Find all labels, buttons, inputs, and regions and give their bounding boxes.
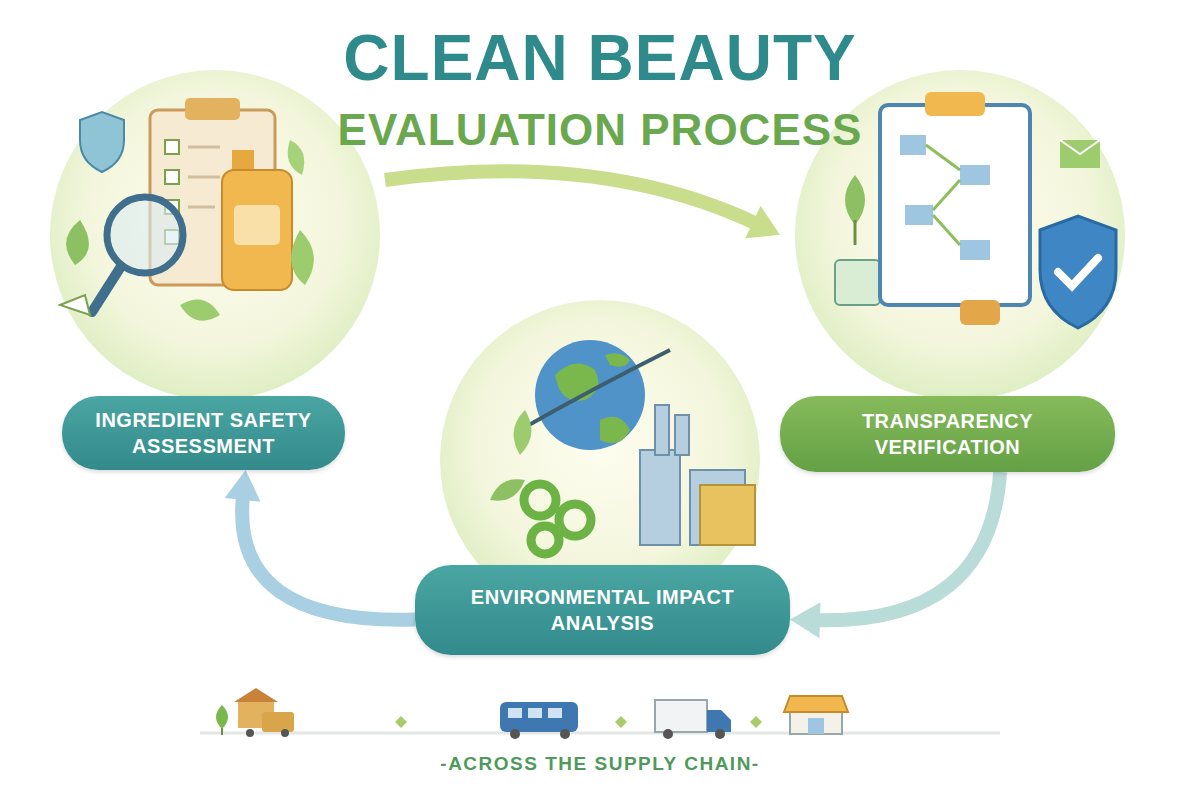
flow-arrow (225, 470, 415, 620)
stage-label: TRANSPARENCY VERIFICATION (780, 396, 1115, 472)
supply-chain-strip (200, 688, 1000, 739)
subtitle: EVALUATION PROCESS (0, 104, 1200, 156)
environment-icons (490, 340, 755, 554)
process-node: TRANSPARENCY VERIFICATION (780, 70, 1125, 472)
flow-arrow (385, 171, 780, 238)
stage-label: INGREDIENT SAFETY ASSESSMENT (62, 396, 345, 470)
arrow-head (225, 470, 261, 502)
process-node: INGREDIENT SAFETY ASSESSMENT (45, 70, 385, 470)
ingredient-circle (50, 70, 380, 400)
ingredient-icons (60, 98, 314, 321)
arrow-head (790, 602, 820, 638)
arrow-line (242, 496, 415, 620)
arrow-head (745, 206, 780, 239)
process-node: ENVIRONMENTAL IMPACT ANALYSIS (415, 300, 790, 655)
caption: -ACROSS THE SUPPLY CHAIN- (0, 752, 1200, 776)
arrow-line (816, 472, 1000, 620)
arrow-line (385, 171, 756, 223)
title: CLEAN BEAUTY (0, 22, 1200, 94)
stage-label: ENVIRONMENTAL IMPACT ANALYSIS (415, 565, 790, 655)
transparency-icons (835, 92, 1116, 328)
flow-arrow (790, 472, 1000, 638)
